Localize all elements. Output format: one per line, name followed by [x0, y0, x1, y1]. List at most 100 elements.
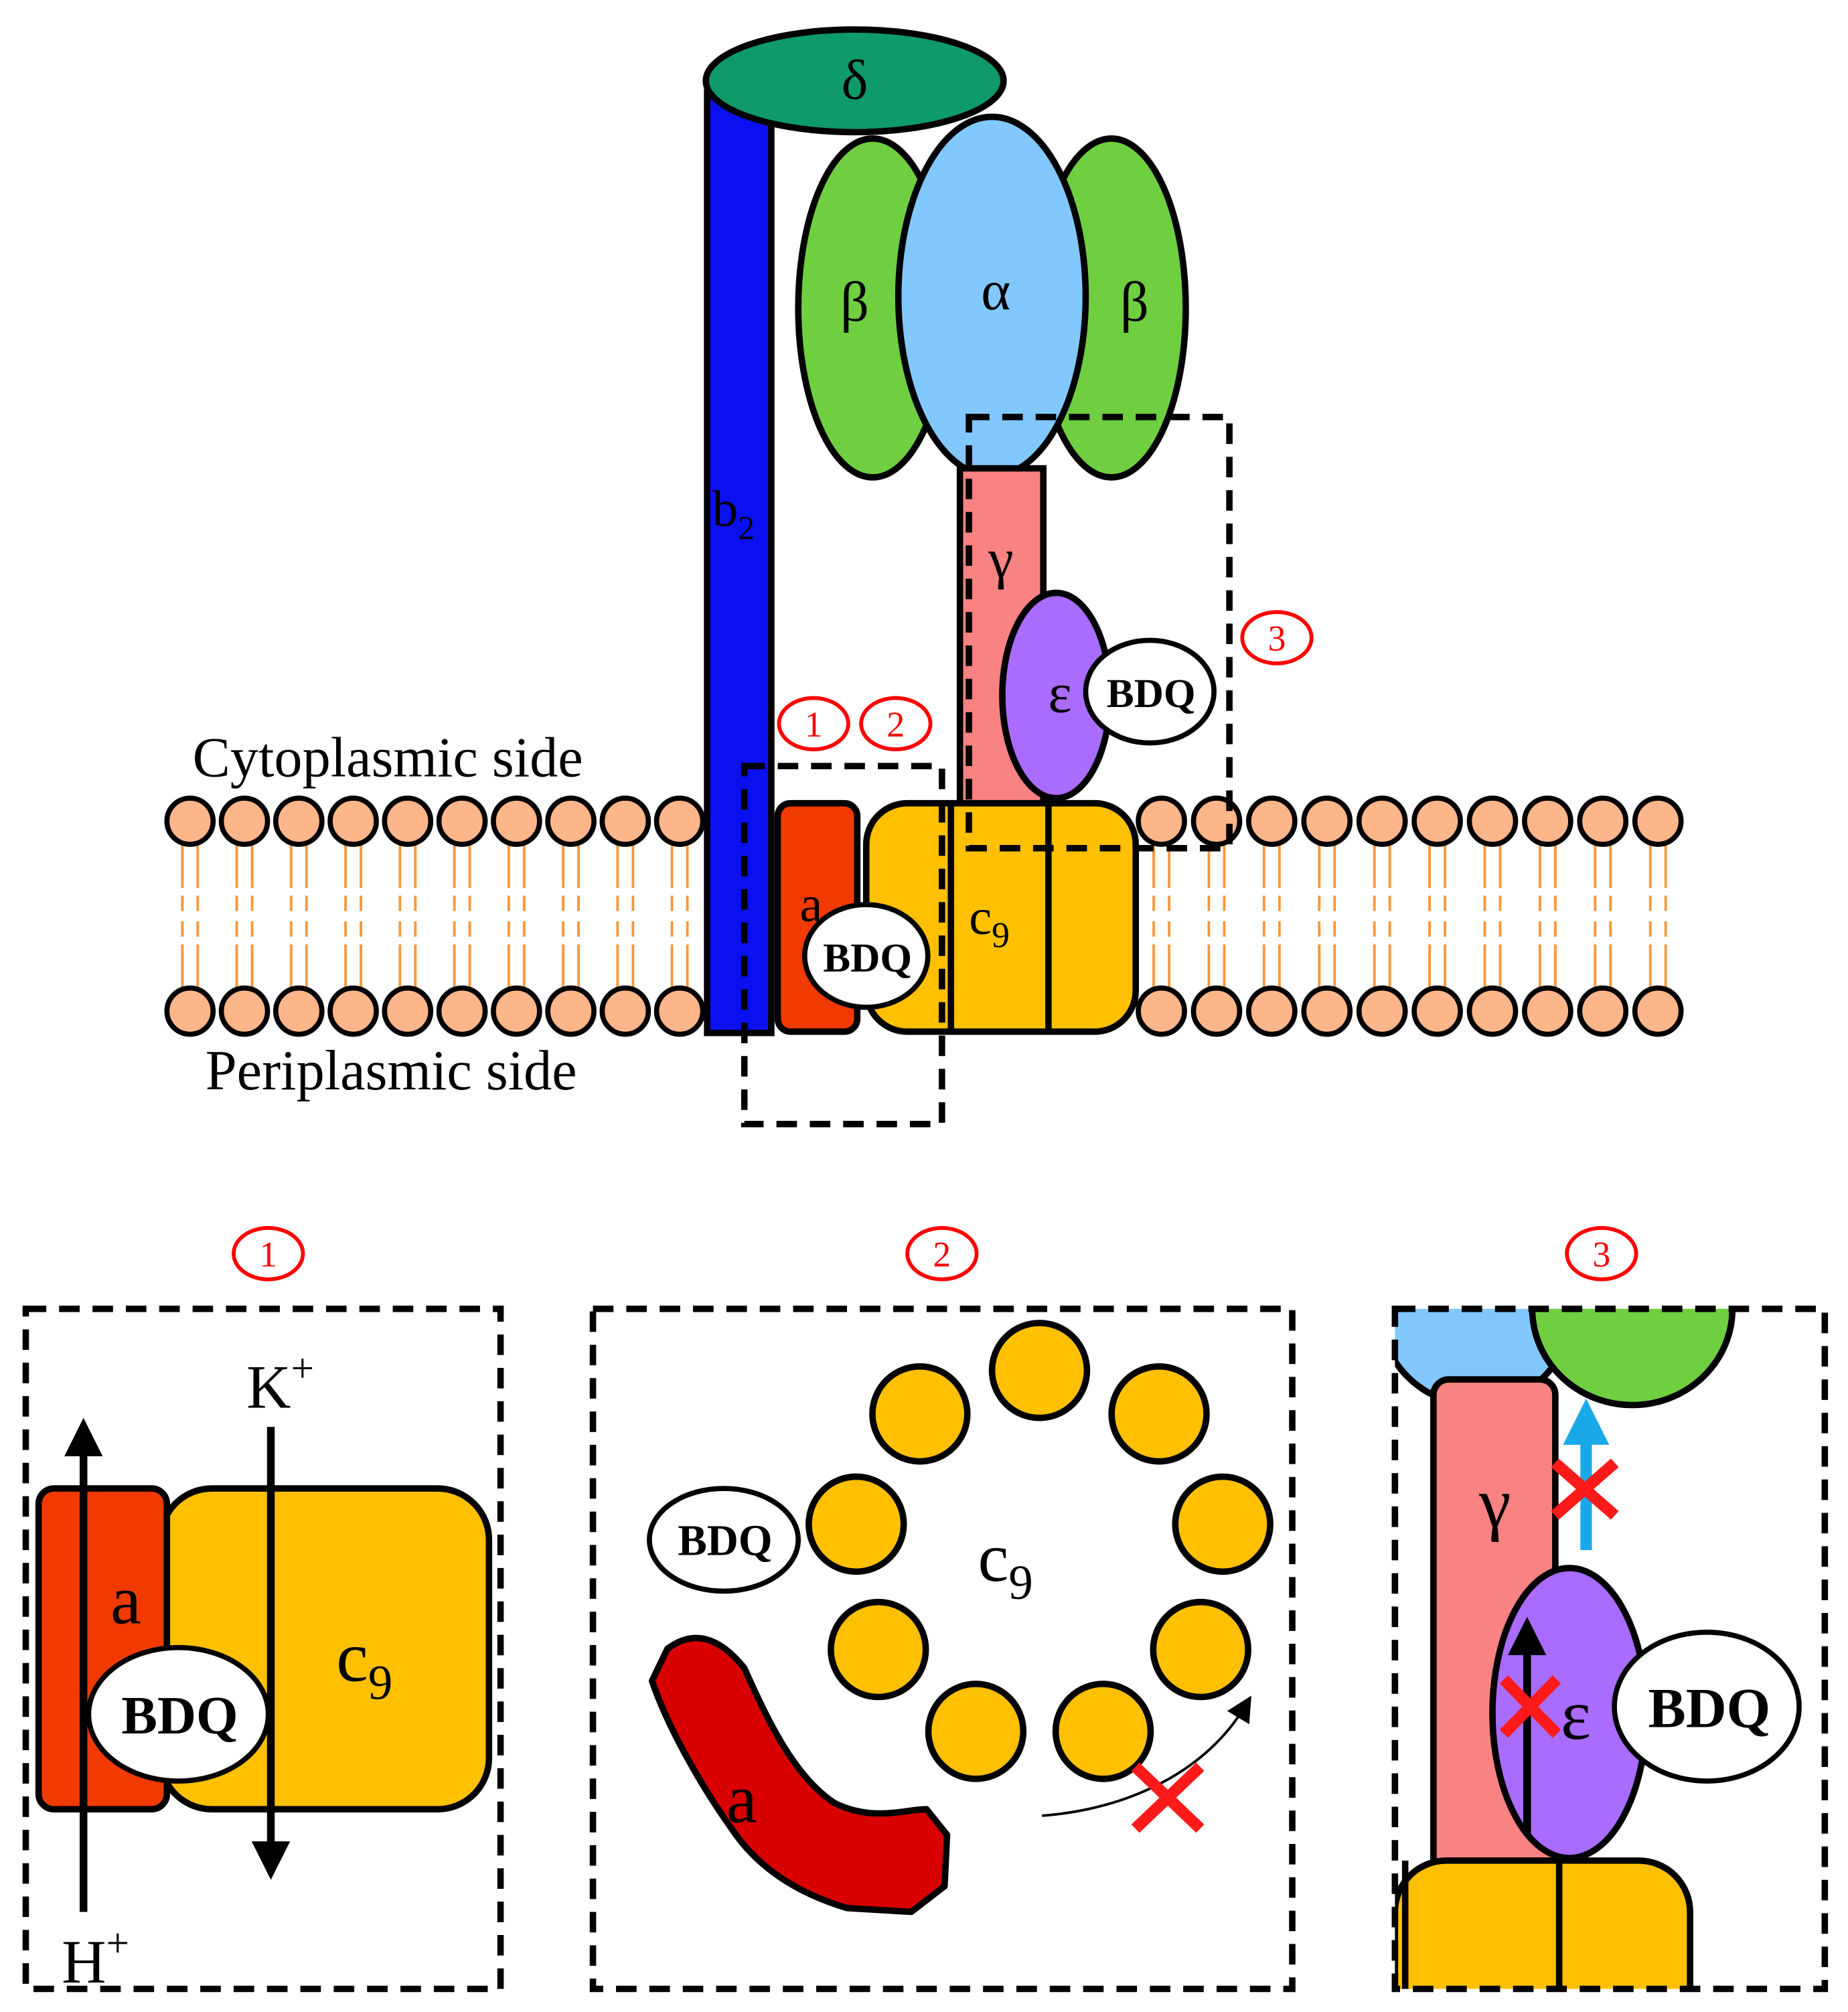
epsilon-blocked-x	[1499, 1675, 1561, 1738]
c-subunit	[1150, 1598, 1251, 1701]
svg-text:2: 2	[887, 704, 905, 745]
svg-text:3: 3	[1592, 1235, 1610, 1275]
svg-text:β: β	[840, 271, 869, 333]
lipid-head	[1190, 985, 1243, 1037]
callout-1-top: 1	[777, 696, 850, 752]
svg-text:ε: ε	[1561, 1675, 1591, 1755]
svg-text:a: a	[726, 1761, 757, 1837]
lipid-head	[653, 795, 706, 847]
svg-text:ε: ε	[1048, 663, 1071, 725]
panel-2: 2 c9 BDQ a	[589, 1226, 1296, 1993]
lipid-head	[1356, 795, 1408, 847]
panel-2-subunit-a: a	[648, 1634, 951, 1916]
lipid-head	[1356, 985, 1408, 1037]
lipid-head	[382, 795, 434, 847]
lipid-head	[1466, 985, 1519, 1037]
lipid-head	[1522, 795, 1573, 847]
lipid-head	[1411, 985, 1463, 1037]
lipid-head	[1577, 985, 1629, 1037]
panel-2-c9-ring	[805, 1320, 1274, 1782]
lipid-head	[1522, 985, 1573, 1037]
lipid-head	[1466, 795, 1519, 847]
potassium-label: K+	[246, 1346, 314, 1421]
proton-label: H+	[62, 1921, 129, 1996]
lipid-head	[491, 985, 542, 1037]
lipid-head	[436, 985, 488, 1037]
lipid-head	[653, 985, 706, 1037]
callout-3-panel: 3	[1565, 1226, 1638, 1282]
svg-text:3: 3	[1268, 619, 1286, 659]
panel-3-bdq: BDQ	[1612, 1629, 1802, 1784]
lipid-head	[599, 795, 651, 847]
lipid-head	[327, 795, 379, 847]
svg-text:1: 1	[259, 1235, 277, 1275]
c-subunit	[925, 1681, 1027, 1782]
callout-2-top: 2	[859, 696, 933, 752]
lipid-head	[1577, 795, 1629, 847]
svg-text:BDQ: BDQ	[823, 935, 912, 981]
lipid-head	[1632, 795, 1684, 847]
lipid-head	[1136, 985, 1187, 1037]
panel-3: 3 γ ε BDQ	[1391, 1226, 1829, 1993]
blue-arrow-blocked-x	[1551, 1458, 1619, 1520]
lipid-head	[1190, 795, 1243, 847]
svg-text:BDQ: BDQ	[678, 1517, 772, 1565]
lipid-head	[491, 795, 542, 847]
lipid-head	[1411, 795, 1463, 847]
svg-text:α: α	[981, 260, 1010, 322]
lipid-head	[382, 985, 434, 1037]
lipid-head	[1301, 795, 1353, 847]
alpha-subunit: α	[895, 113, 1089, 479]
bdq-binding-a-c9: BDQ	[801, 902, 931, 1010]
lipid-head	[1632, 985, 1684, 1037]
svg-text:b2: b2	[712, 481, 755, 546]
rotation-arrow	[1042, 1695, 1251, 1817]
cytoplasmic-side-label: Cytoplasmic side	[193, 726, 583, 789]
svg-text:δ: δ	[842, 50, 868, 112]
c-subunit	[805, 1473, 907, 1575]
lipid-head	[164, 795, 216, 847]
panel-1-frame	[22, 1305, 504, 1993]
lipid-head	[218, 795, 271, 847]
svg-text:γ: γ	[988, 528, 1013, 590]
lipid-head	[273, 985, 325, 1037]
c-subunit	[1172, 1473, 1274, 1575]
panel-1-a-label: a	[110, 1562, 141, 1638]
panel-3-c9	[1395, 1857, 1693, 1989]
c-subunit	[828, 1598, 929, 1701]
periplasmic-side-label: Periplasmic side	[206, 1040, 577, 1102]
lipid-bilayer	[164, 795, 1684, 1037]
panel-3-frame	[1391, 1305, 1829, 1993]
svg-text:BDQ: BDQ	[121, 1686, 238, 1746]
panel-3-beta	[1529, 1308, 1736, 1409]
panel-2-bdq: BDQ	[647, 1486, 801, 1594]
lipid-head	[327, 985, 379, 1037]
svg-text:β: β	[1120, 271, 1149, 333]
lipid-head	[599, 985, 651, 1037]
panel-2-frame	[589, 1305, 1296, 1993]
lipid-head	[273, 795, 325, 847]
svg-text:BDQ: BDQ	[1648, 1678, 1771, 1740]
lipid-head	[1246, 985, 1298, 1037]
callout-1-panel: 1	[232, 1226, 305, 1282]
lipid-head	[1246, 795, 1298, 847]
svg-text:BDQ: BDQ	[1107, 671, 1196, 716]
panel-1: 1 a c9 BDQ K+ H+	[22, 1226, 504, 1996]
b2-stator-stalk: b2	[704, 89, 775, 1036]
svg-text:c9: c9	[969, 888, 1010, 955]
rotation-blocked-x	[1131, 1762, 1205, 1833]
bdq-binding-epsilon: BDQ	[1083, 637, 1217, 746]
lipid-head	[545, 795, 597, 847]
panel-1-c9-label: c9	[336, 1618, 392, 1710]
svg-text:1: 1	[805, 704, 823, 745]
panel-3-gamma-label: γ	[1478, 1464, 1511, 1543]
c-subunit	[869, 1363, 971, 1465]
callout-2-panel: 2	[905, 1226, 979, 1282]
lipid-head	[218, 985, 271, 1037]
c-subunit	[1108, 1363, 1210, 1465]
c-subunit	[988, 1320, 1091, 1421]
lipid-head	[545, 985, 597, 1037]
region-3-box	[966, 414, 1233, 852]
panel-1-bdq: BDQ	[86, 1644, 271, 1784]
